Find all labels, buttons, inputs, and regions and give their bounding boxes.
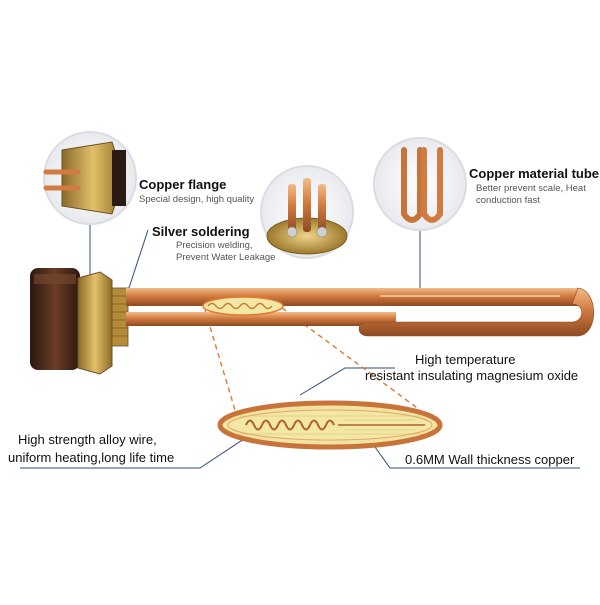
magnesium-oxide-line2: resistant insulating magnesium oxide: [365, 368, 579, 383]
tube-hairpin-2: [421, 147, 443, 223]
terminal-cap: [30, 268, 80, 370]
threads: [112, 295, 128, 337]
cross-section: [217, 400, 443, 450]
tube-hairpin-1: [401, 147, 423, 223]
inset-silver-soldering: [260, 165, 354, 259]
threaded-boss: [111, 287, 129, 347]
silver-soldering-title: Silver soldering: [152, 224, 250, 239]
inset-copper-flange: [43, 131, 137, 225]
flange-gasket: [112, 150, 126, 206]
solder-joint-1: [286, 226, 298, 238]
lower-tube: [126, 312, 396, 326]
tube-window-coil: [207, 302, 273, 310]
leader-magnesium: [299, 367, 395, 396]
silver-soldering-desc-1: Precision welding,: [176, 240, 253, 251]
alloy-wire-line2: uniform heating,long life time: [8, 450, 175, 465]
wall-thickness-label: 0.6MM Wall thickness copper: [405, 452, 575, 467]
copper-tube-title: Copper material tube: [469, 166, 600, 181]
inset-copper-tube: [373, 137, 467, 231]
copper-tube-desc-2: conduction fast: [476, 195, 540, 206]
copper-tube-desc-1: Better prevent scale, Heat: [476, 183, 586, 194]
silver-soldering-desc-2: Prevent Water Leakage: [176, 252, 276, 263]
solder-pin-1: [288, 184, 296, 232]
magnesium-oxide-line1: High temperature: [415, 352, 516, 367]
heating-element: [30, 268, 595, 375]
cap-ridge: [34, 274, 76, 284]
solder-pin-2: [303, 178, 311, 232]
u-bend: [358, 287, 595, 337]
tube-cut-window: [202, 296, 284, 316]
copper-flange-desc: Special design, high quality: [139, 194, 255, 205]
brass-hex-nut: [77, 271, 113, 375]
solder-joint-2: [316, 226, 328, 238]
section-insulation: [227, 409, 433, 441]
insulation-texture: [235, 415, 425, 435]
alloy-wire-line1: High strength alloy wire,: [18, 432, 157, 447]
alloy-wire-coil: [245, 419, 335, 431]
solder-pin-3: [318, 184, 326, 232]
leader-wall: [369, 439, 580, 469]
copper-flange-title: Copper flange: [139, 177, 227, 192]
